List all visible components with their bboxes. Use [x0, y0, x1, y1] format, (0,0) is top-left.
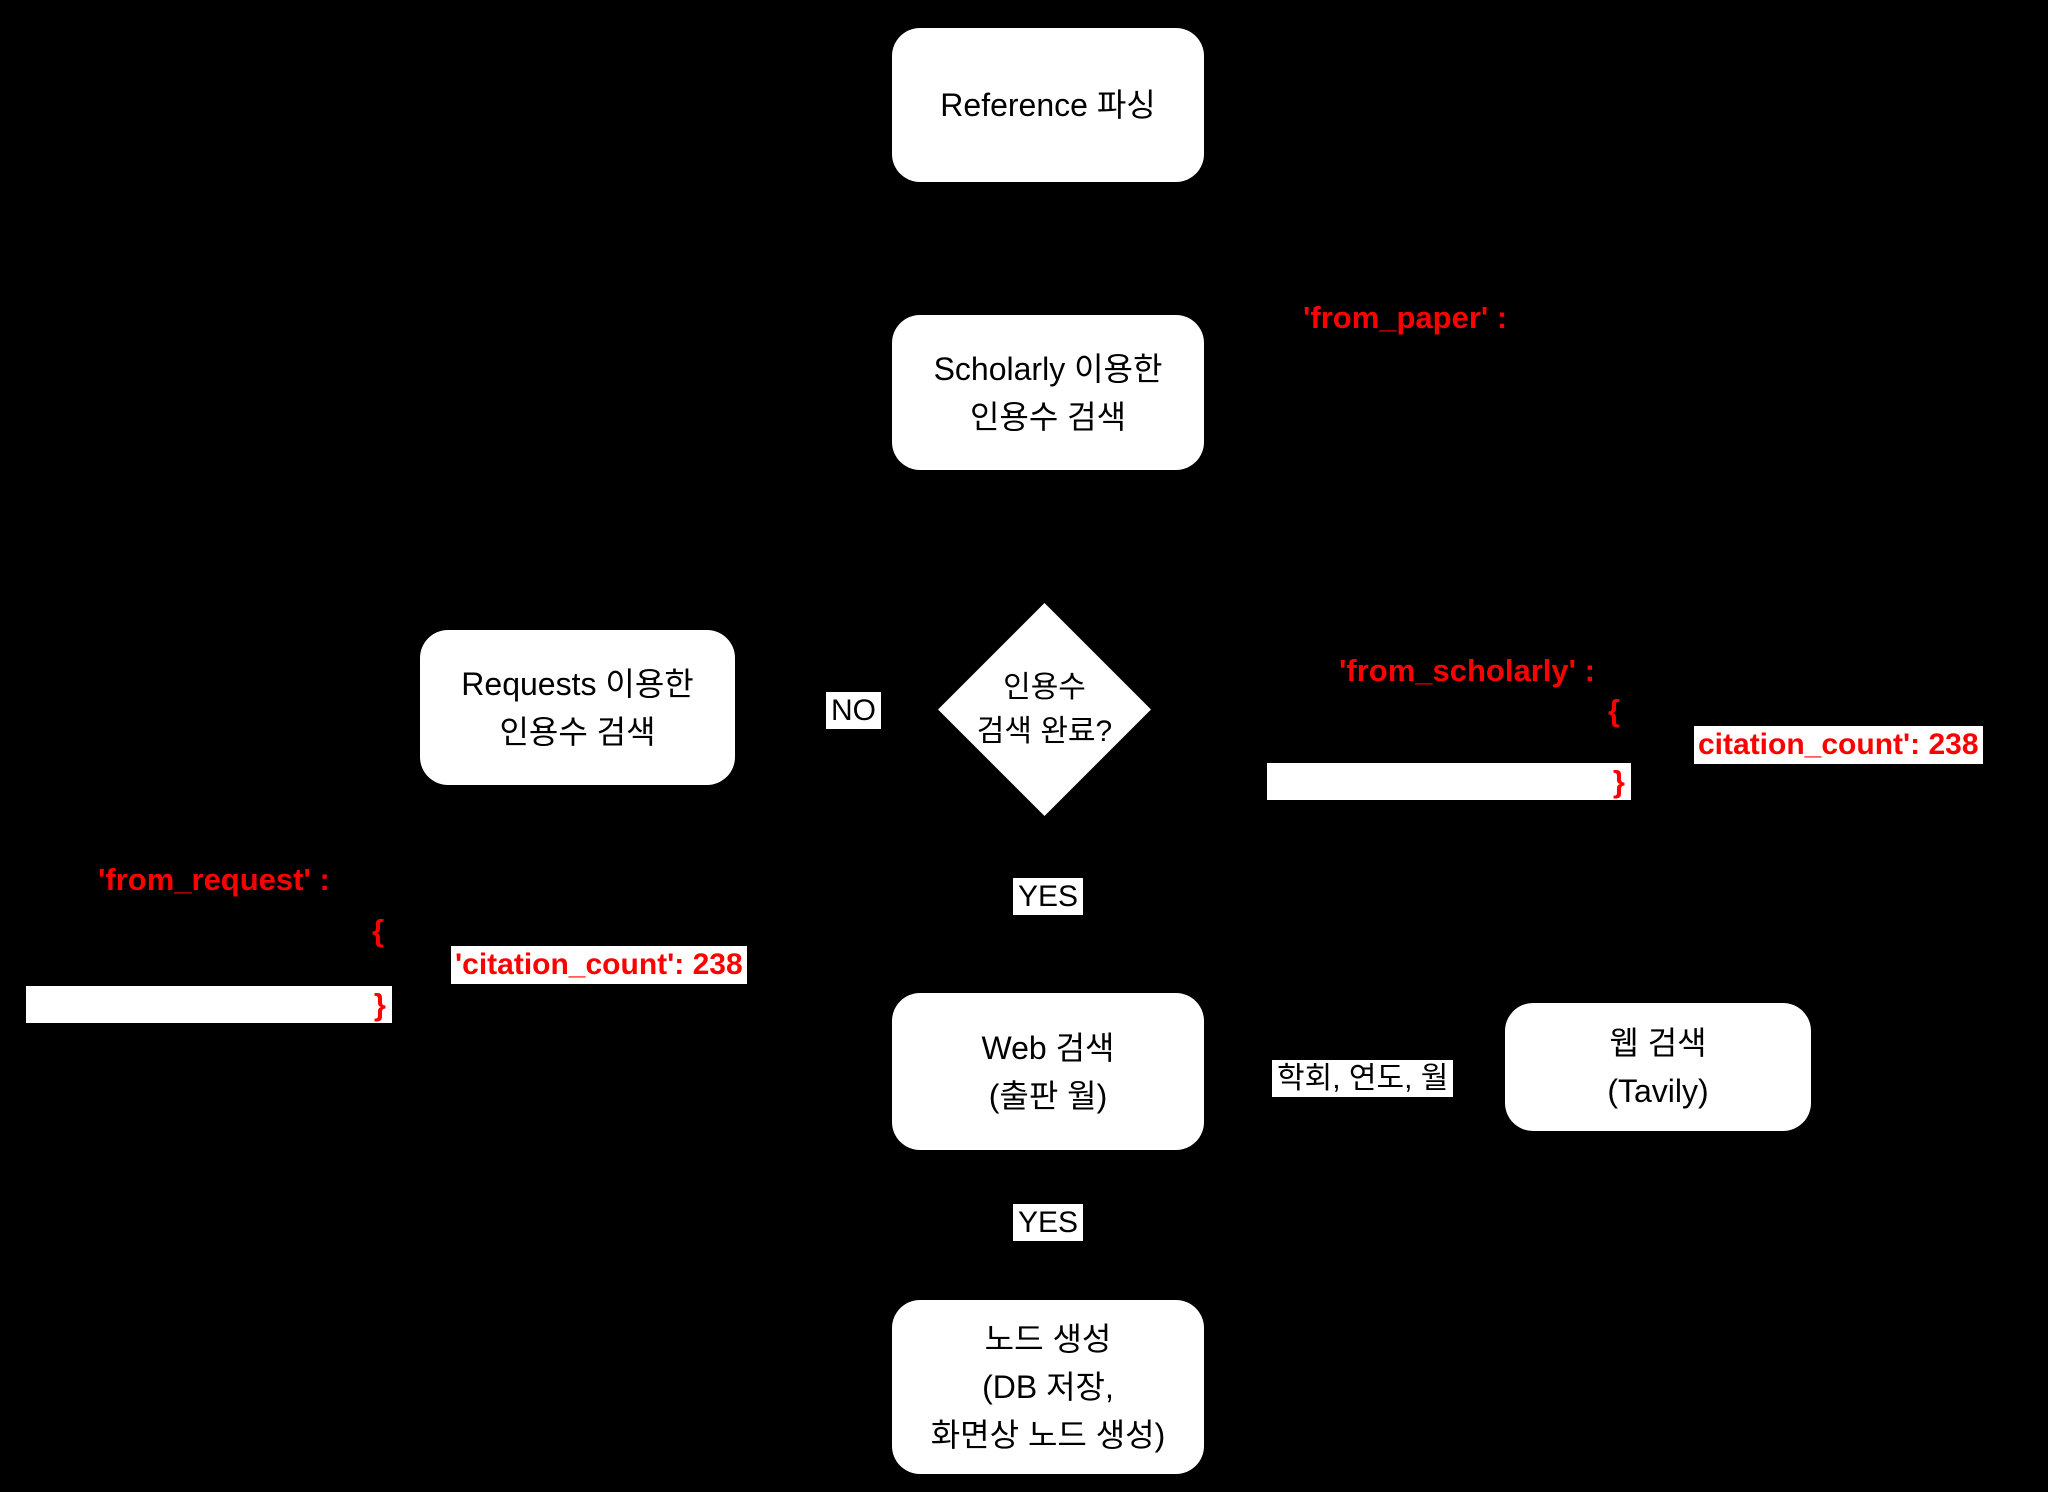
node-label: Scholarly 이용한 [933, 350, 1163, 387]
node-create-node-db-save: 노드 생성 (DB 저장, 화면상 노드 생성) [892, 1300, 1204, 1474]
diamond-shape-icon [938, 603, 1151, 816]
redacted-bar-request: } [26, 986, 392, 1023]
node-label: 인용수 검색 [499, 713, 656, 750]
node-label: 노드 생성 [984, 1321, 1112, 1357]
node-scholarly-citation-search: Scholarly 이용한 인용수 검색 [892, 315, 1204, 470]
node-label: Reference 파싱 [940, 87, 1156, 123]
annotation-from-paper: 'from_paper' : [1303, 300, 1508, 335]
node-reference-parsing: Reference 파싱 [892, 28, 1204, 182]
decision-label: 인용수 검색 완료? [938, 603, 1151, 816]
annotation-citation-count-request: 'citation_count': 238 [451, 946, 747, 984]
node-label: 검색 완료? [976, 714, 1113, 748]
node-label: Web 검색 [981, 1029, 1115, 1066]
node-web-search-publication-month: Web 검색 (출판 월) [892, 993, 1204, 1150]
redacted-bar-scholarly: } [1267, 763, 1631, 800]
node-label: (Tavily) [1607, 1073, 1709, 1109]
annotation-close-brace-scholarly: } [1612, 763, 1625, 799]
node-label: Requests 이용한 [461, 665, 694, 702]
annotation-citation-count-scholarly: citation_count': 238 [1694, 726, 1983, 764]
node-web-search-tavily: 웹 검색 (Tavily) [1505, 1003, 1811, 1131]
node-label: (DB 저장, [982, 1369, 1114, 1405]
annotation-close-brace-request: } [373, 986, 386, 1022]
node-requests-citation-search: Requests 이용한 인용수 검색 [420, 630, 735, 785]
edge-label-conference-year-month: 학회, 연도, 월 [1272, 1060, 1454, 1097]
annotation-from-request: 'from_request' : [98, 862, 330, 897]
node-label: 웹 검색 [1609, 1025, 1707, 1061]
edge-label-yes-bottom: YES [1013, 1204, 1084, 1241]
annotation-open-brace-scholarly: { [1608, 693, 1621, 728]
edge-label-yes-top: YES [1013, 878, 1084, 915]
node-label: 화면상 노드 생성) [930, 1417, 1166, 1453]
node-label: 인용수 검색 [969, 398, 1127, 435]
edge-label-no: NO [826, 692, 881, 729]
annotation-open-brace-request: { [372, 913, 385, 948]
decision-citation-search-complete: 인용수 검색 완료? [938, 603, 1151, 816]
annotation-from-scholarly: 'from_scholarly' : [1339, 653, 1595, 688]
node-label: 인용수 [1003, 671, 1086, 704]
node-label: (출판 월) [988, 1077, 1108, 1114]
